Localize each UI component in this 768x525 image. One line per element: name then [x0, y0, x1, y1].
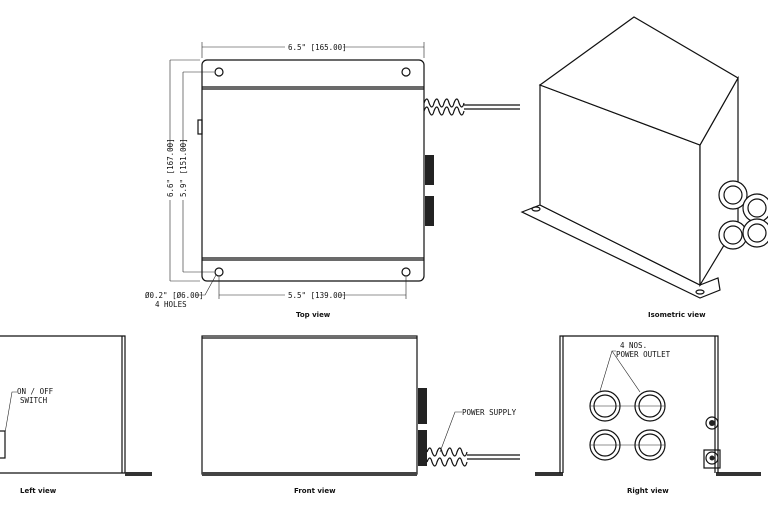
power-connector-icon — [703, 449, 721, 469]
cable-spring-icon — [426, 447, 520, 467]
right-view: 4 NOS. POWER OUTLET Right view — [535, 335, 761, 495]
top-view-caption: Top view — [296, 311, 331, 319]
vertical-hole-spacing: 5.9" [151.00] — [179, 138, 188, 197]
front-view-caption: Front view — [294, 487, 336, 495]
connector-icon — [425, 196, 434, 226]
mounting-hole-icon — [214, 67, 411, 277]
connector-icon — [418, 430, 427, 466]
left-view-caption: Left view — [20, 487, 57, 495]
outlet-count: 4 NOS. — [620, 341, 647, 350]
on-off-switch-icon — [0, 430, 6, 459]
isometric-view: Isometric view — [520, 16, 768, 319]
power-outlet-icon — [589, 390, 666, 461]
outlet-knob-icon — [718, 180, 768, 250]
hole-count: 4 HOLES — [155, 300, 187, 309]
width-dimension: 6.5" [165.00] — [288, 43, 347, 52]
height-dimension: 6.6" [167.00] — [166, 138, 175, 197]
top-view-outline — [201, 59, 425, 282]
right-view-caption: Right view — [627, 487, 669, 495]
top-view: 6.5" [165.00] 6.6" [167.00] 5.9" [151.00… — [145, 42, 520, 319]
front-view: POWER SUPPLY Front view — [201, 335, 520, 495]
hole-size: Ø0.2" [Ø6.00] — [145, 291, 204, 300]
switch-label-1: ON / OFF — [17, 387, 54, 396]
connector-icon — [418, 388, 427, 424]
cable-spring-icon — [423, 98, 520, 116]
connector-icon — [425, 155, 434, 185]
isometric-view-caption: Isometric view — [648, 311, 706, 319]
outlet-label: POWER OUTLET — [616, 350, 671, 359]
left-view: ON / OFF SWITCH Left view — [0, 335, 152, 495]
horizontal-hole-spacing: 5.5" [139.00] — [288, 291, 347, 300]
power-supply-label: POWER SUPPLY — [462, 408, 517, 417]
fuse-holder-icon — [705, 416, 719, 430]
switch-label-2: SWITCH — [20, 396, 48, 405]
